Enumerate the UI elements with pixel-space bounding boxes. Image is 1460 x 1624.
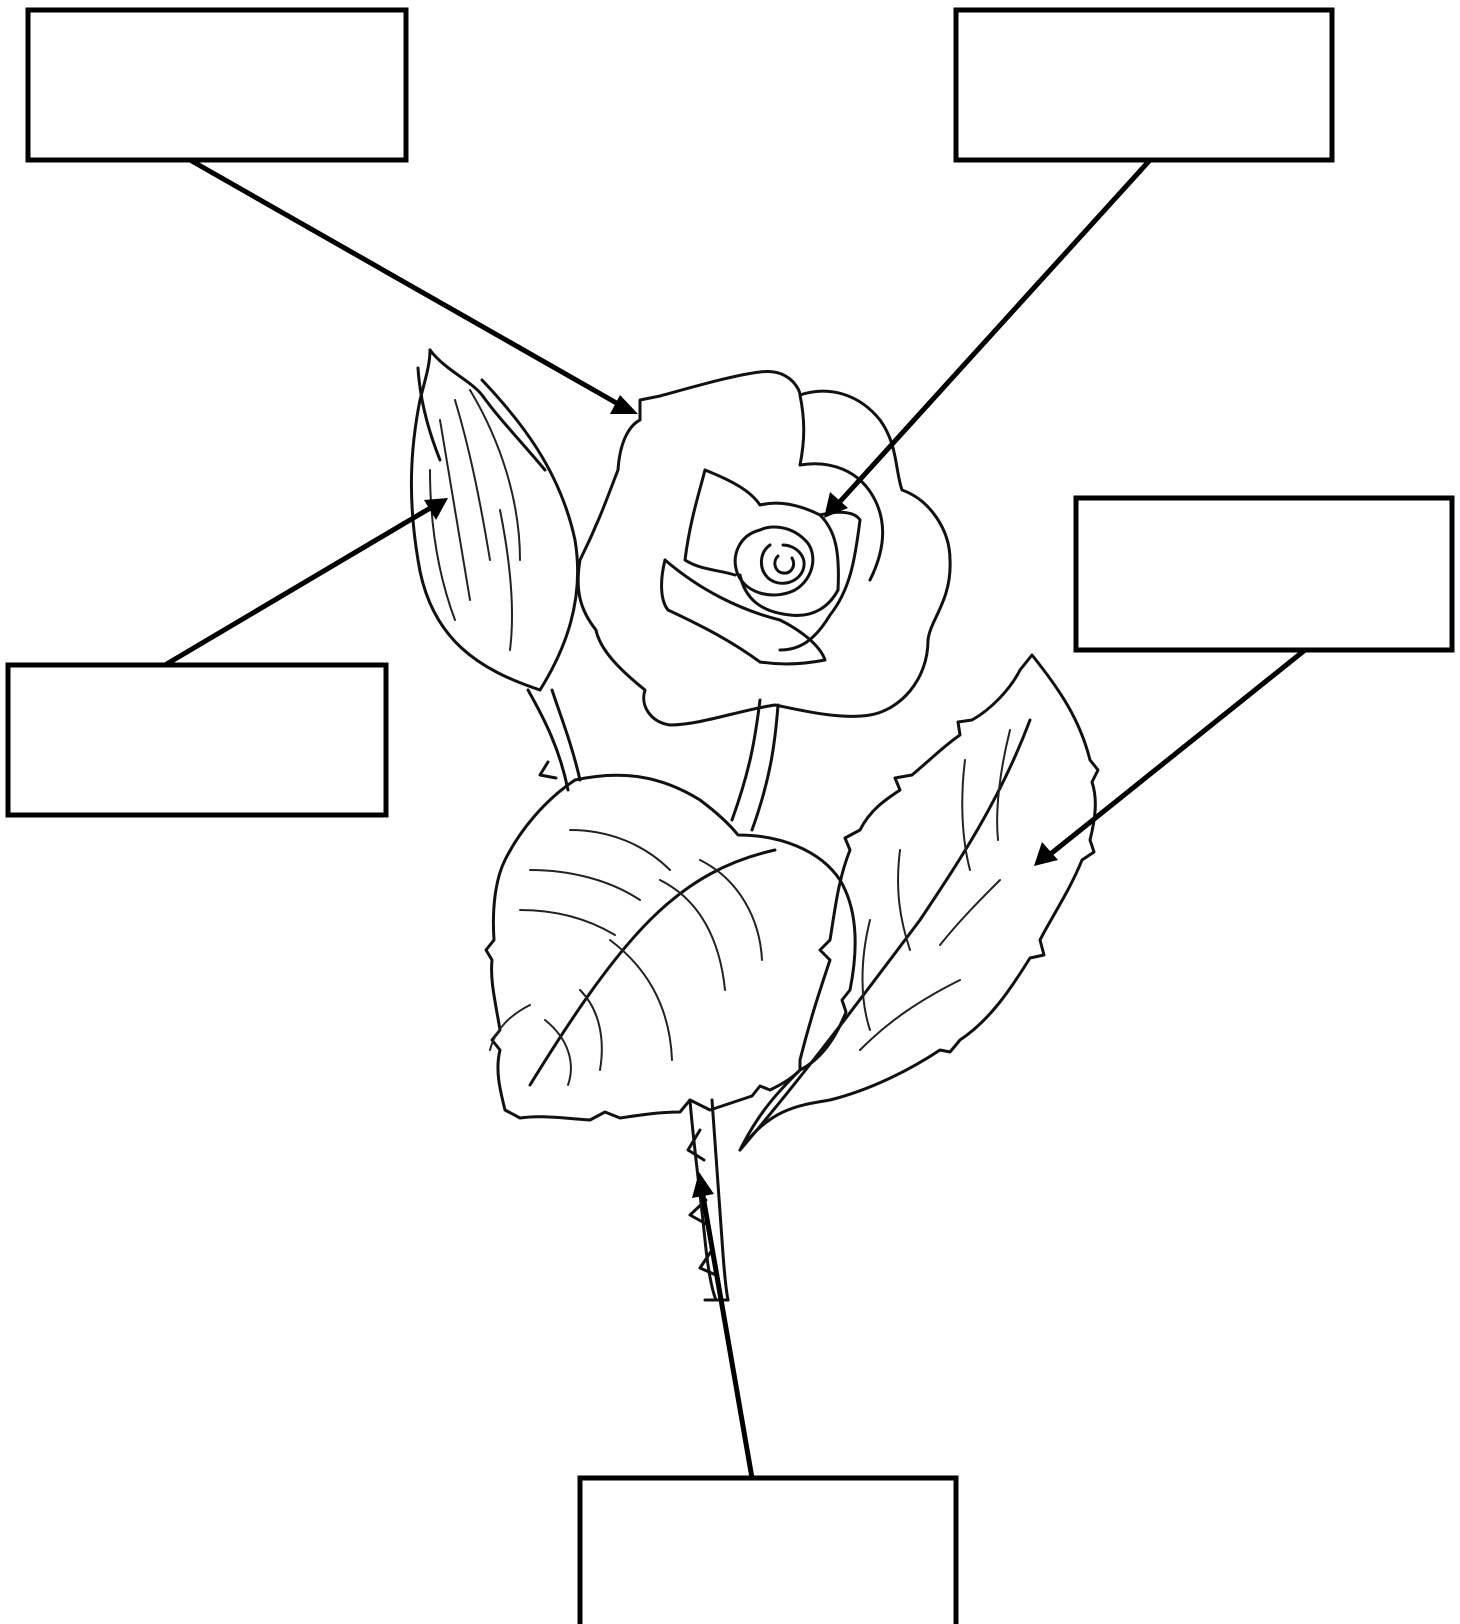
flower-stem: [732, 700, 778, 830]
arrow-to-leaf: [1034, 650, 1305, 866]
label-box-top-right[interactable]: [956, 10, 1332, 160]
arrow-to-petal: [190, 160, 638, 414]
label-box-right[interactable]: [1076, 498, 1452, 650]
arrow-to-flower-center: [824, 160, 1150, 518]
arrow-to-stem: [692, 1172, 752, 1478]
label-boxes: [8, 10, 1452, 1624]
rose-bud: [411, 350, 577, 690]
leader-arrows: [165, 160, 1305, 1478]
main-stem: [688, 1100, 728, 1300]
arrow-to-bud: [165, 498, 448, 665]
bud-stem: [528, 690, 580, 790]
label-box-left[interactable]: [8, 665, 386, 815]
right-leaf: [740, 655, 1098, 1150]
rose-flower: [578, 372, 950, 725]
label-box-bottom[interactable]: [580, 1478, 956, 1624]
rose-illustration: [411, 350, 1098, 1300]
label-box-top-left[interactable]: [28, 10, 406, 160]
